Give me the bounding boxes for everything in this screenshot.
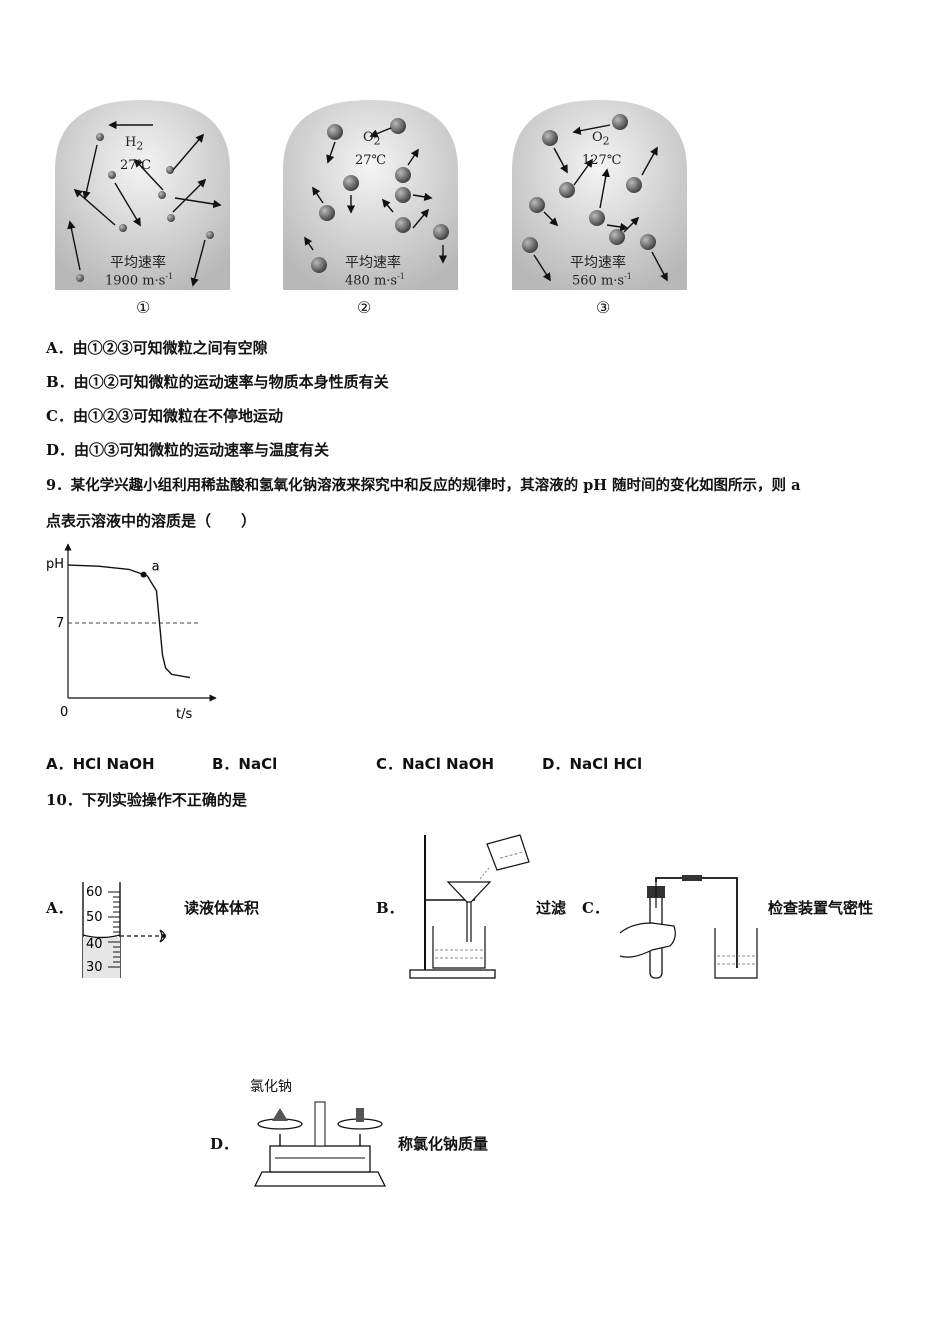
sodium-chloride-label: 氯化钠 [250, 1079, 292, 1095]
q10-c-letter: C． [582, 899, 609, 917]
jar-2-figure [283, 100, 458, 290]
q8-option-a: A．由①②③可知微粒之间有空隙 [46, 339, 268, 357]
jar-3-gas: O2 [592, 130, 610, 148]
svg-text:30: 30 [86, 960, 103, 975]
q10-d-letter: D． [210, 1135, 239, 1153]
jar-1: H2 27℃ 平均速率 1900 m·s-1 [55, 100, 230, 290]
jar-2-number: ② [357, 298, 372, 317]
jar-2-speed-label: 平均速率 [345, 255, 401, 271]
svg-text:60: 60 [86, 885, 103, 900]
q8-option-c: C．由①②③可知微粒在不停地运动 [46, 407, 283, 425]
jar-1-speed: 1900 m·s-1 [105, 272, 174, 289]
jar-2: O2 27℃ 平均速率 480 m·s-1 [283, 100, 458, 290]
jar-3-figure [512, 100, 687, 290]
jar-3-number: ③ [596, 298, 611, 317]
jar-1-gas: H2 [125, 135, 144, 153]
q10-d-caption: 称氯化钠质量 [398, 1135, 489, 1153]
y-tick-7: 7 [56, 616, 64, 631]
jar-3-speed-label: 平均速率 [570, 255, 626, 271]
q10-stem: 10．下列实验操作不正确的是 [46, 791, 247, 809]
jar-3-speed: 560 m·s-1 [572, 272, 632, 289]
jar-2-temp: 27℃ [355, 153, 387, 168]
jar-1-number: ① [136, 298, 151, 317]
q8-option-d: D．由①③可知微粒的运动速率与温度有关 [46, 441, 330, 459]
ph-chart: pH t/s 0 7 a [46, 543, 217, 722]
jar-1-temp: 27℃ [120, 158, 152, 173]
y-axis-label: pH [46, 557, 64, 572]
ph-curve [67, 564, 191, 679]
x-axis-label: t/s [176, 707, 192, 722]
q10-b-caption: 过滤 [536, 899, 567, 917]
q9-stem-line2: 点表示溶液中的溶质是（ ） [46, 512, 257, 530]
point-a [140, 571, 147, 578]
balance-figure [253, 1101, 387, 1187]
q9-option-c: C．NaCl NaOH [376, 755, 495, 773]
jar-2-gas: O2 [363, 130, 381, 148]
jar-1-figure [55, 100, 230, 290]
q10-b-letter: B． [376, 899, 404, 917]
svg-text:50: 50 [86, 910, 103, 925]
point-a-label: a [152, 560, 160, 575]
origin-label: 0 [60, 705, 68, 720]
q9-option-b: B．NaCl [212, 755, 278, 773]
q10-a-caption: 读液体体积 [184, 899, 260, 917]
q9-option-a: A．HCl NaOH [46, 755, 155, 773]
jar-3-temp: 127℃ [582, 153, 622, 168]
svg-text:40: 40 [86, 937, 103, 952]
q10-a-letter: A． [46, 899, 73, 917]
q9-stem-line1: 9．某化学兴趣小组利用稀盐酸和氢氧化钠溶液来探究中和反应的规律时，其溶液的 pH… [46, 477, 801, 494]
q10-c-caption: 检查装置气密性 [768, 899, 874, 917]
airtightness-figure [619, 875, 758, 979]
q8-option-b: B．由①②可知微粒的运动速率与物质本身性质有关 [46, 373, 389, 391]
jar-1-speed-label: 平均速率 [110, 255, 166, 271]
q9-option-d: D．NaCl HCl [542, 755, 643, 773]
filtration-figure [409, 834, 530, 979]
jar-3: O2 127℃ 平均速率 560 m·s-1 [512, 100, 687, 290]
graduated-cylinder-figure: 60 50 40 30 [82, 882, 166, 978]
jar-2-speed: 480 m·s-1 [345, 272, 405, 289]
